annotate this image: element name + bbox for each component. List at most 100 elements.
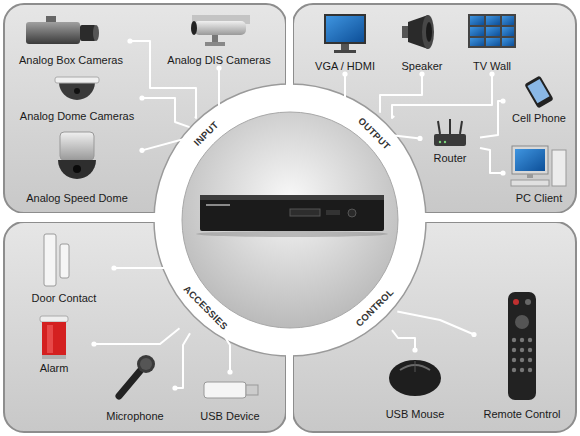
connector-dot (127, 38, 132, 43)
device-node: PC Client (503, 140, 575, 206)
remote-control-icon (528, 358, 532, 362)
device-node: USB Device (190, 372, 270, 424)
pc-client-icon (512, 146, 548, 174)
device-label: USB Device (200, 410, 259, 424)
remote-control-icon (520, 368, 524, 372)
microphone-icon (140, 358, 152, 370)
device-node: USB Mouse (370, 350, 460, 422)
dvr-unit (196, 195, 388, 237)
device-node: Analog DIS Cameras (160, 10, 278, 68)
connector-path (345, 74, 356, 113)
dis-camera-icon (205, 42, 225, 46)
connector-dot (227, 369, 232, 374)
device-label: Analog Box Cameras (19, 54, 123, 68)
device-node: TV Wall (456, 12, 528, 74)
speed-dome-icon (58, 160, 96, 179)
usb-device-icon (204, 382, 246, 398)
connector-path (397, 312, 474, 335)
connector-path (142, 138, 190, 151)
monitor-icon (324, 14, 366, 44)
box-camera-icon (26, 22, 80, 44)
device-label: Remote Control (483, 408, 560, 422)
connector-path (142, 98, 190, 127)
device-node: Door Contact (14, 230, 114, 306)
connector-dot (216, 65, 221, 70)
remote-control-icon (528, 348, 532, 352)
tv-wall-icon (470, 38, 484, 46)
speed-dome-icon (73, 165, 81, 173)
device-label: USB Mouse (386, 408, 445, 422)
sector-text: INPUT (192, 119, 221, 148)
tv-wall-icon (470, 16, 484, 25)
dvr-unit (206, 204, 230, 206)
pc-client-icon (511, 146, 566, 186)
device-node: Router (420, 118, 480, 166)
remote-control-icon (528, 338, 532, 342)
remote-control-icon (512, 338, 516, 342)
connector-dot (500, 98, 505, 103)
cell-phone-icon (527, 79, 549, 103)
router-icon (439, 141, 441, 143)
device-label: PC Client (516, 192, 562, 206)
dome-camera-icon (55, 77, 99, 83)
router-icon (449, 119, 451, 134)
connector-path (392, 330, 415, 350)
device-node: Speaker (392, 12, 452, 74)
device-label: Door Contact (32, 292, 97, 306)
connector-path (175, 333, 190, 388)
device-label: Analog Speed Dome (26, 192, 128, 206)
monitor-icon (326, 16, 364, 42)
speed-dome-icon (60, 132, 94, 160)
speaker-icon (402, 15, 434, 49)
router-icon (438, 121, 440, 134)
connector-dot (419, 71, 424, 76)
connector-path (94, 328, 180, 344)
dome-camera-icon (74, 88, 80, 94)
alarm-icon (42, 322, 66, 356)
speaker-icon (426, 22, 432, 42)
connector-line (111, 265, 181, 280)
alarm-icon (47, 325, 53, 353)
device-node: Analog Box Cameras (12, 14, 130, 68)
door-contact-icon (44, 234, 69, 286)
usb-mouse-icon (389, 360, 441, 396)
remote-control-icon (525, 299, 531, 305)
tv-wall-icon (502, 38, 514, 46)
microphone-icon (137, 355, 155, 373)
connector-path (394, 135, 420, 138)
dis-camera-icon (194, 21, 246, 35)
pc-client-icon (527, 174, 533, 178)
connector-line (342, 71, 356, 112)
center-ring (154, 84, 426, 356)
connector-line (127, 38, 196, 118)
connector-path (392, 74, 492, 118)
box-camera-icon (93, 25, 99, 41)
connector-line (480, 98, 506, 137)
sector-label: OUTPUT (356, 115, 393, 152)
tv-wall-icon (470, 27, 484, 36)
connector-dot (139, 148, 144, 153)
router-icon (434, 134, 466, 146)
connector-dot (172, 385, 177, 390)
device-label: VGA / HDMI (315, 60, 375, 74)
device-node: Analog Dome Cameras (12, 72, 142, 124)
device-node: Analog Speed Dome (12, 130, 142, 206)
tv-wall-icon (502, 16, 514, 25)
remote-control-icon (512, 358, 516, 362)
microphone-icon (119, 355, 155, 396)
tv-wall-icon (468, 14, 516, 48)
alarm-icon (40, 316, 68, 322)
dvr-unit (200, 195, 384, 231)
dvr-unit (200, 195, 384, 200)
pc-client-icon (511, 180, 549, 186)
router-icon (434, 119, 466, 146)
usb-device-icon (246, 385, 258, 395)
remote-control-icon (512, 348, 516, 352)
connector-line (392, 71, 495, 118)
remote-control-icon (528, 368, 532, 372)
connector-dot (500, 170, 505, 175)
cell-phone-icon (524, 75, 554, 108)
tv-wall-icon (486, 27, 500, 36)
